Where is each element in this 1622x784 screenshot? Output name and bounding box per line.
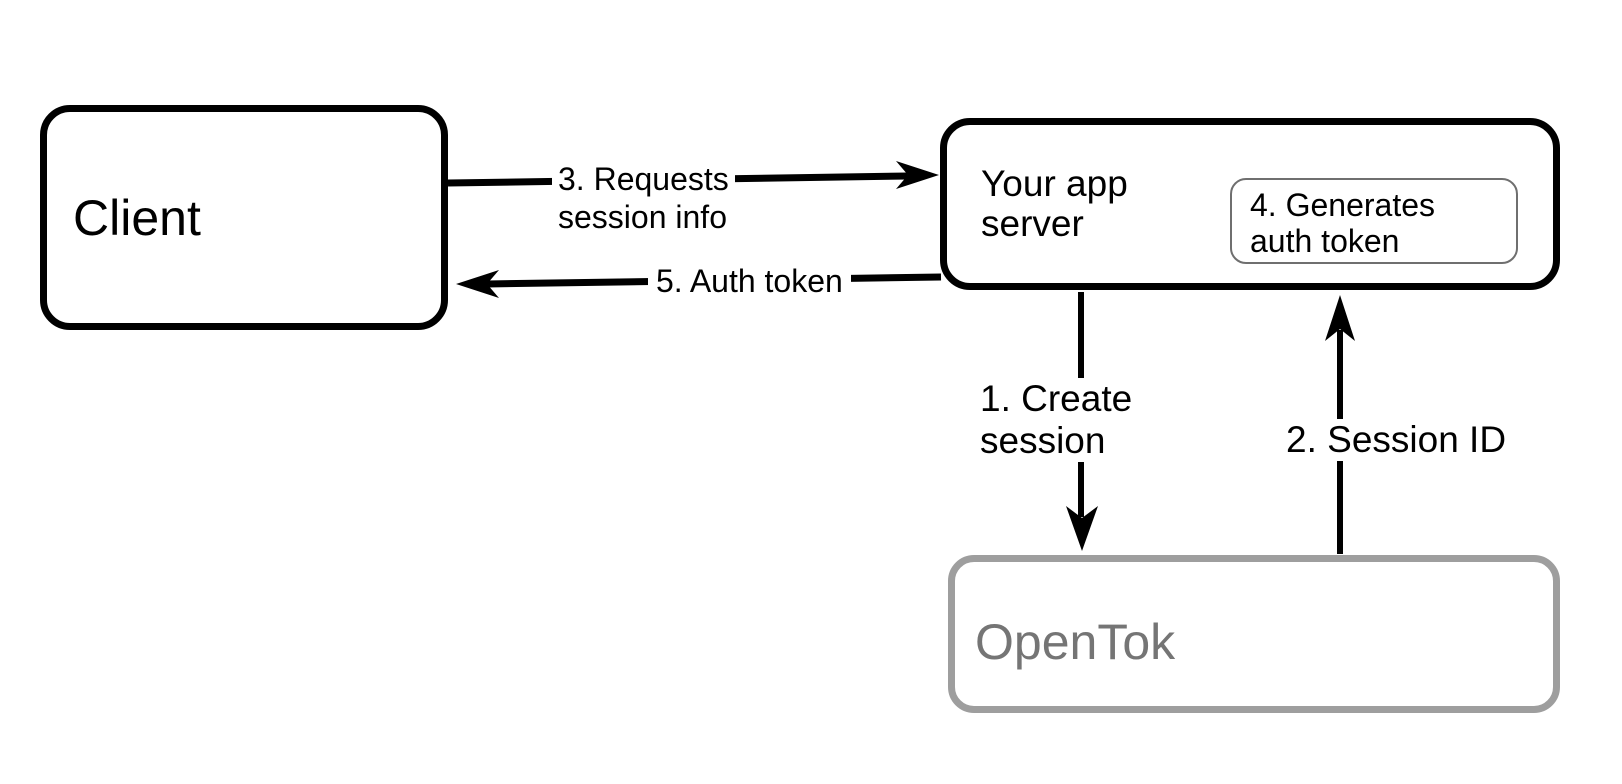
requests-arrow-label: 3. Requests session info: [552, 160, 735, 236]
generate-token-label-line1: 4. Generates: [1250, 187, 1435, 223]
requests-arrow-label-line2: session info: [558, 199, 727, 235]
client-box: Client: [40, 105, 448, 330]
create-session-arrow-label-line1: 1. Create: [980, 378, 1133, 419]
opentok-box: OpenTok: [948, 555, 1560, 713]
client-label: Client: [73, 189, 201, 246]
create-session-arrowhead-down-icon: [1066, 506, 1098, 551]
requests-arrow-label-line1: 3. Requests: [558, 161, 729, 197]
app-server-label-line1: Your app: [981, 163, 1128, 204]
session-id-arrowhead-up-icon: [1325, 295, 1355, 341]
opentok-label: OpenTok: [975, 614, 1176, 670]
requests-arrowhead-right-icon: [896, 161, 939, 189]
generate-token-box: 4. Generates auth token: [1230, 178, 1518, 264]
auth-token-arrow-label: 5. Auth token: [648, 262, 851, 300]
create-session-arrow-label-line2: session: [980, 420, 1106, 461]
app-server-label-line2: server: [981, 203, 1084, 244]
auth-token-arrowhead-left-icon: [456, 270, 499, 298]
create-session-arrow-label: 1. Create session: [972, 378, 1141, 462]
session-id-arrow-label: 2. Session ID: [1278, 419, 1515, 461]
generate-token-label-line2: auth token: [1250, 223, 1400, 259]
